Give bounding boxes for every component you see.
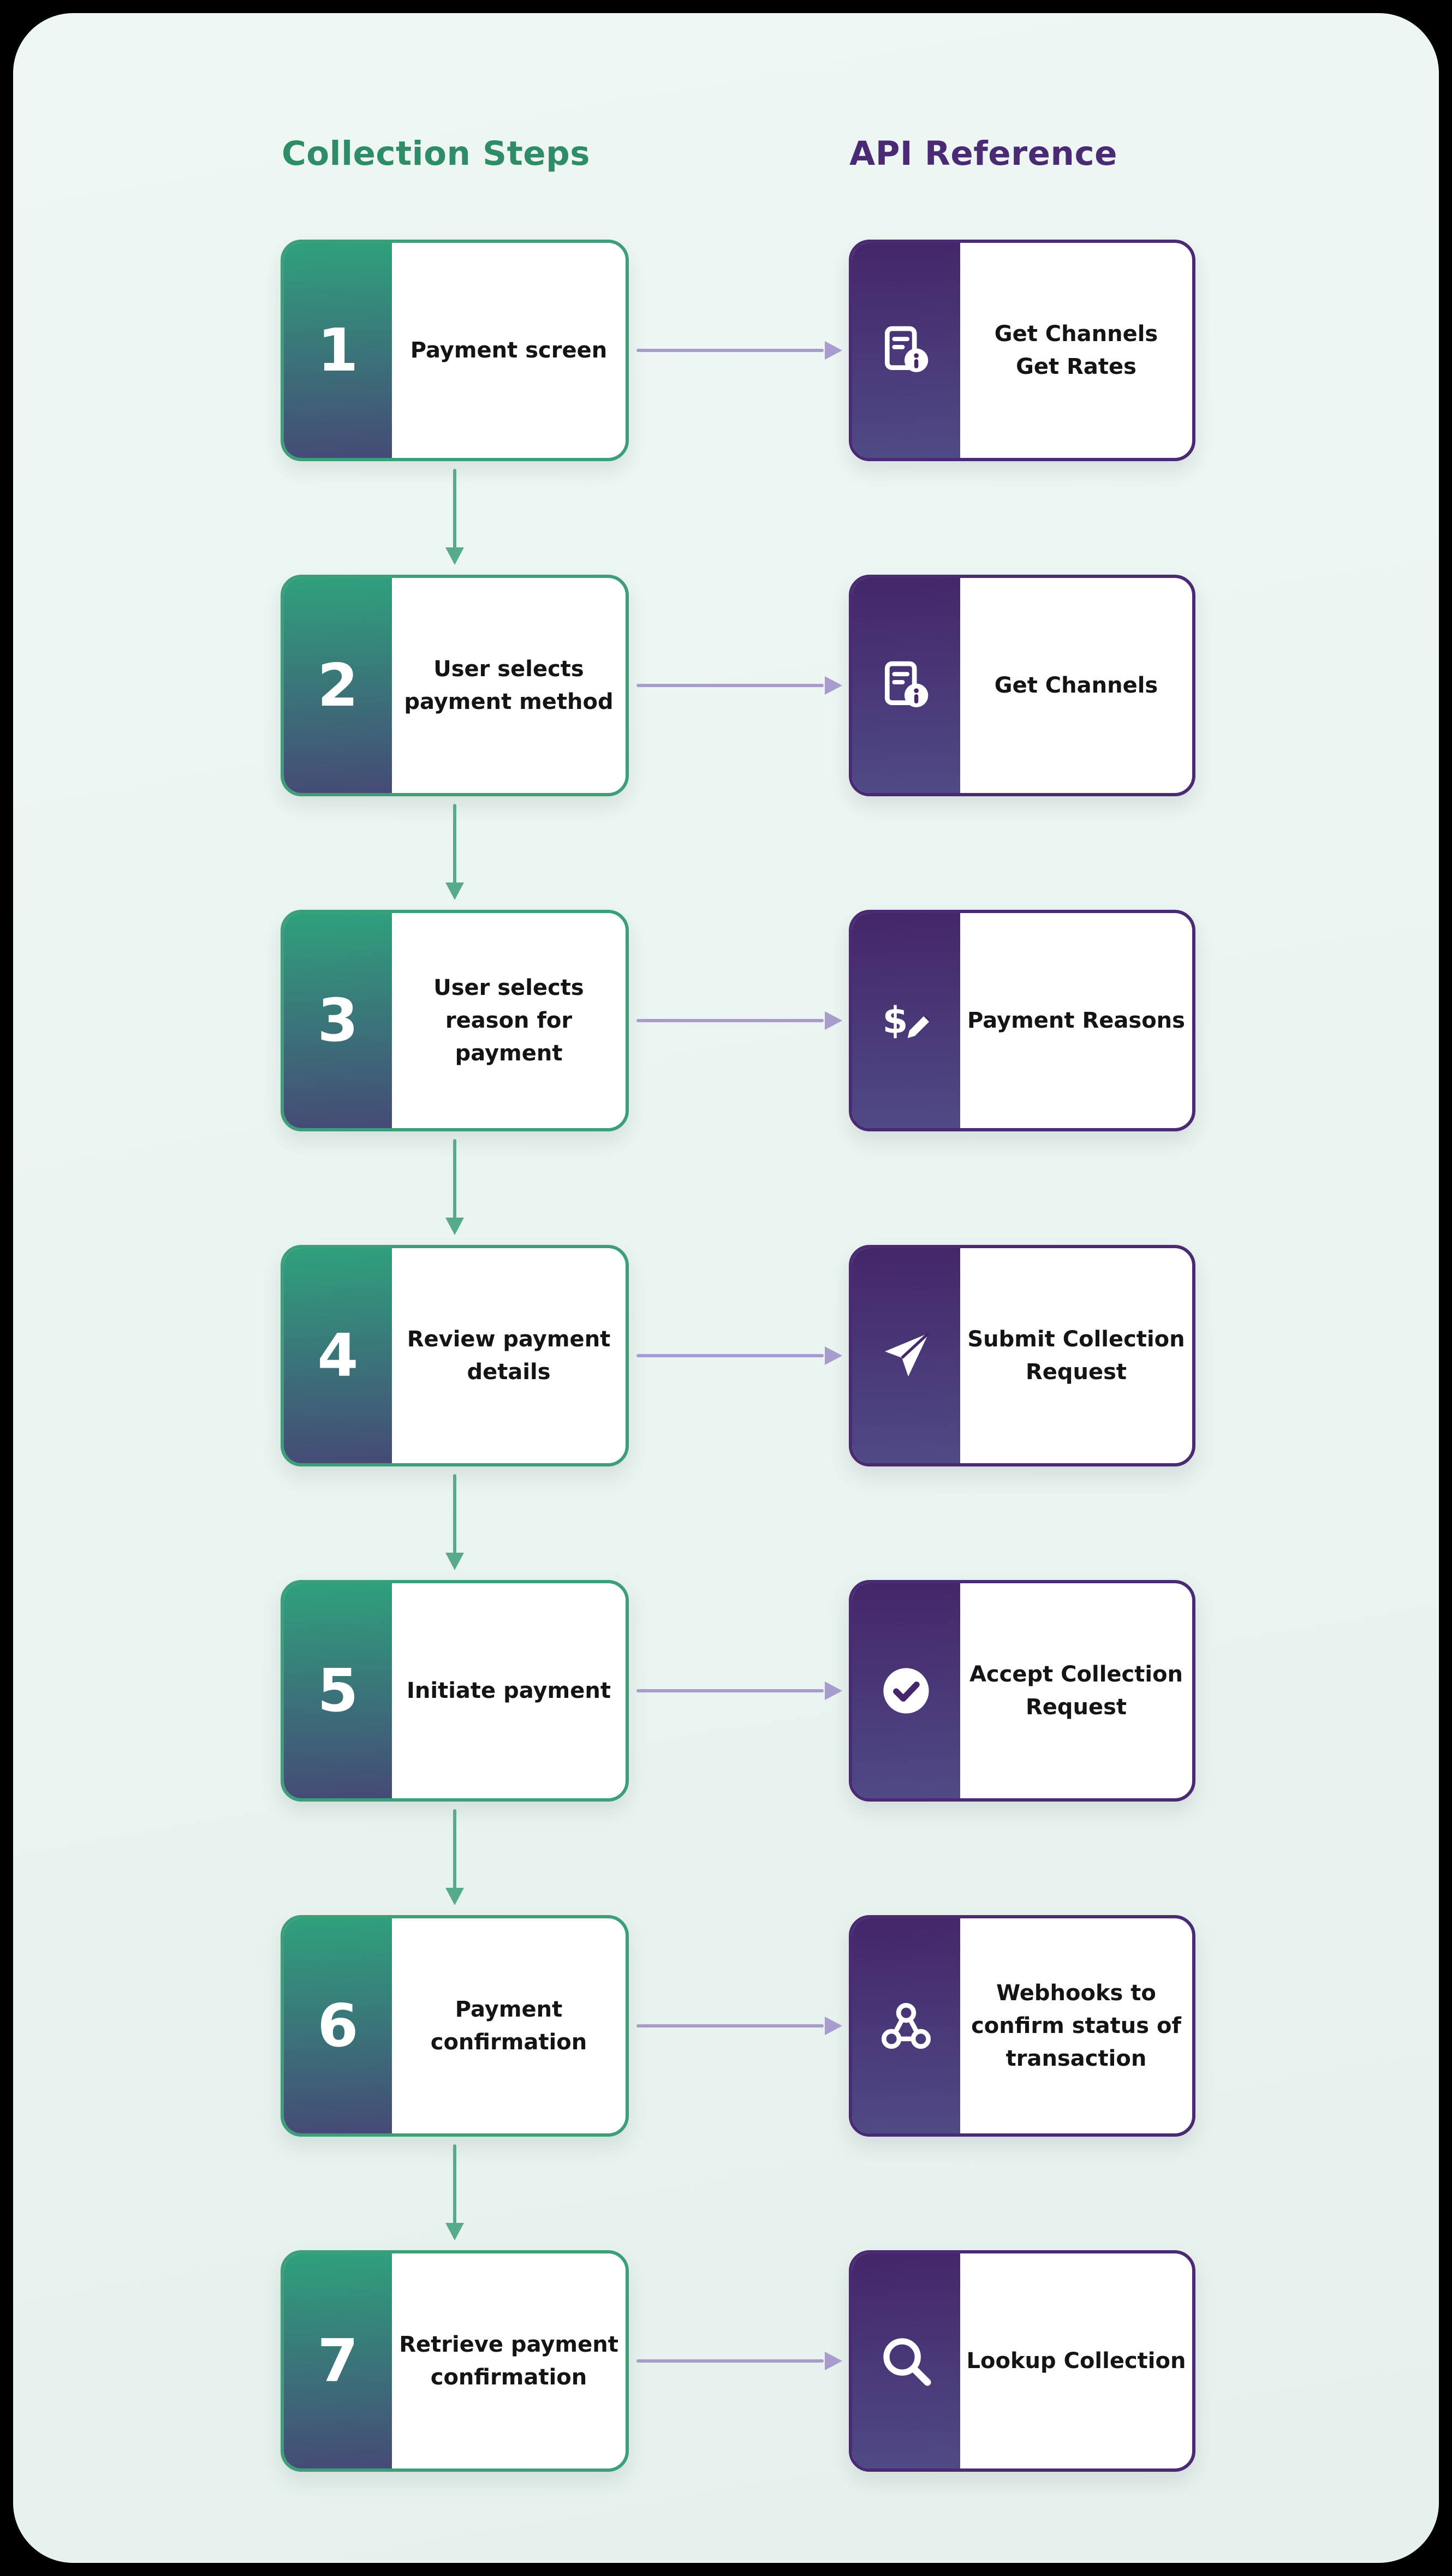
vertical-arrow-head xyxy=(445,547,464,565)
step-box-4: 4 Review payment details xyxy=(281,1245,629,1466)
api-label: Get Channels Get Rates xyxy=(994,321,1158,379)
arrow-line xyxy=(636,2024,824,2028)
step-label: User selects payment method xyxy=(404,657,614,714)
api-icon-panel xyxy=(852,243,960,458)
flow-rows: 1 Payment screen Get xyxy=(281,240,1195,2472)
api-icon-panel xyxy=(852,1583,960,1798)
step-box-5: 5 Initiate payment xyxy=(281,1580,629,1802)
api-box-7: Lookup Collection xyxy=(849,2250,1195,2472)
arrow-line xyxy=(636,1689,824,1692)
payment-reasons-icon: $ xyxy=(883,999,931,1042)
arrow-head xyxy=(825,676,842,695)
api-box-6: Webhooks to confirm status of transactio… xyxy=(849,1915,1195,2137)
svg-text:$: $ xyxy=(883,999,908,1042)
vertical-arrow-head xyxy=(445,1888,464,1905)
step-label: User selects reason for payment xyxy=(433,975,584,1066)
api-box-3: $ Payment Reasons xyxy=(849,910,1195,1131)
vertical-arrow-head xyxy=(445,882,464,900)
arrow-head xyxy=(825,2352,842,2370)
arrow-head xyxy=(825,1346,842,1365)
flow-row-7: 7 Retrieve payment confirmation Lookup C… xyxy=(281,2250,1195,2472)
api-label: Submit Collection Request xyxy=(967,1327,1185,1385)
vertical-arrow-line xyxy=(453,1809,456,1891)
step-box-2: 2 User selects payment method xyxy=(281,575,629,796)
step-label: Payment screen xyxy=(410,338,608,363)
api-icon-panel xyxy=(852,2253,960,2468)
arrow-head xyxy=(825,1681,842,1700)
api-reference-heading: API Reference xyxy=(849,134,1118,173)
api-icon-panel: $ xyxy=(852,913,960,1128)
arrow-line xyxy=(636,349,824,352)
step-box-7: 7 Retrieve payment confirmation xyxy=(281,2250,629,2472)
api-icon-panel xyxy=(852,1248,960,1463)
api-label: Get Channels xyxy=(994,673,1158,698)
horizontal-arrow xyxy=(629,910,849,1131)
step-number: 5 xyxy=(284,1583,392,1798)
arrow-head xyxy=(825,341,842,360)
vertical-arrow-head xyxy=(445,1553,464,1570)
step-number: 4 xyxy=(284,1248,392,1463)
vertical-arrow-line xyxy=(453,1474,456,1556)
vertical-arrow-head xyxy=(445,2223,464,2240)
arrow-line xyxy=(636,1354,824,1357)
document-info-icon xyxy=(885,326,929,372)
step-label: Review payment details xyxy=(407,1327,611,1385)
arrow-line xyxy=(636,684,824,687)
step-number: 1 xyxy=(284,243,392,458)
api-icon-panel xyxy=(852,578,960,793)
arrow-head xyxy=(825,1011,842,1030)
horizontal-arrow xyxy=(629,240,849,461)
collection-steps-heading: Collection Steps xyxy=(282,134,591,173)
flowchart-card: Collection Steps API Reference 1 Payment… xyxy=(13,13,1439,2563)
horizontal-arrow xyxy=(629,1580,849,1802)
webhook-icon xyxy=(881,2002,931,2049)
send-icon xyxy=(885,1332,930,1377)
step-box-3: 3 User selects reason for payment xyxy=(281,910,629,1131)
horizontal-arrow xyxy=(629,575,849,796)
vertical-arrow-head xyxy=(445,1218,464,1235)
horizontal-arrow xyxy=(629,1915,849,2137)
step-label: Retrieve payment confirmation xyxy=(399,2332,618,2390)
flow-row-3: 3 User selects reason for payment $ Paym… xyxy=(281,910,1195,1235)
check-circle-icon xyxy=(883,1668,929,1714)
api-label: Payment Reasons xyxy=(967,1008,1185,1033)
api-box-1: Get Channels Get Rates xyxy=(849,240,1195,461)
step-box-6: 6 Payment confirmation xyxy=(281,1915,629,2137)
step-label: Initiate payment xyxy=(407,1678,611,1703)
step-number: 2 xyxy=(284,578,392,793)
step-number: 3 xyxy=(284,913,392,1128)
search-icon xyxy=(883,2338,931,2386)
arrow-head xyxy=(825,2017,842,2035)
step-box-1: 1 Payment screen xyxy=(281,240,629,461)
flow-row-6: 6 Payment confirmation xyxy=(281,1915,1195,2240)
api-icon-panel xyxy=(852,1918,960,2133)
step-label: Payment confirmation xyxy=(430,1997,587,2055)
horizontal-arrow xyxy=(629,1245,849,1466)
step-number: 6 xyxy=(284,1918,392,2133)
horizontal-arrow xyxy=(629,2250,849,2472)
vertical-arrow-line xyxy=(453,469,456,551)
step-number: 7 xyxy=(284,2253,392,2468)
api-box-5: Accept Collection Request xyxy=(849,1580,1195,1802)
api-box-2: Get Channels xyxy=(849,575,1195,796)
flow-row-1: 1 Payment screen Get xyxy=(281,240,1195,565)
vertical-arrow-line xyxy=(453,804,456,886)
flow-row-4: 4 Review payment details Submit Collecti… xyxy=(281,1245,1195,1570)
vertical-arrow-line xyxy=(453,1139,456,1221)
flow-row-2: 2 User selects payment method xyxy=(281,575,1195,900)
arrow-line xyxy=(636,2359,824,2363)
api-box-4: Submit Collection Request xyxy=(849,1245,1195,1466)
api-label: Lookup Collection xyxy=(966,2348,1186,2374)
document-info-icon xyxy=(885,661,929,707)
flow-row-5: 5 Initiate payment Accept Collection Req… xyxy=(281,1580,1195,1905)
vertical-arrow-line xyxy=(453,2144,456,2226)
arrow-line xyxy=(636,1019,824,1022)
api-label: Accept Collection Request xyxy=(969,1662,1183,1720)
api-label: Webhooks to confirm status of transactio… xyxy=(971,1981,1181,2071)
